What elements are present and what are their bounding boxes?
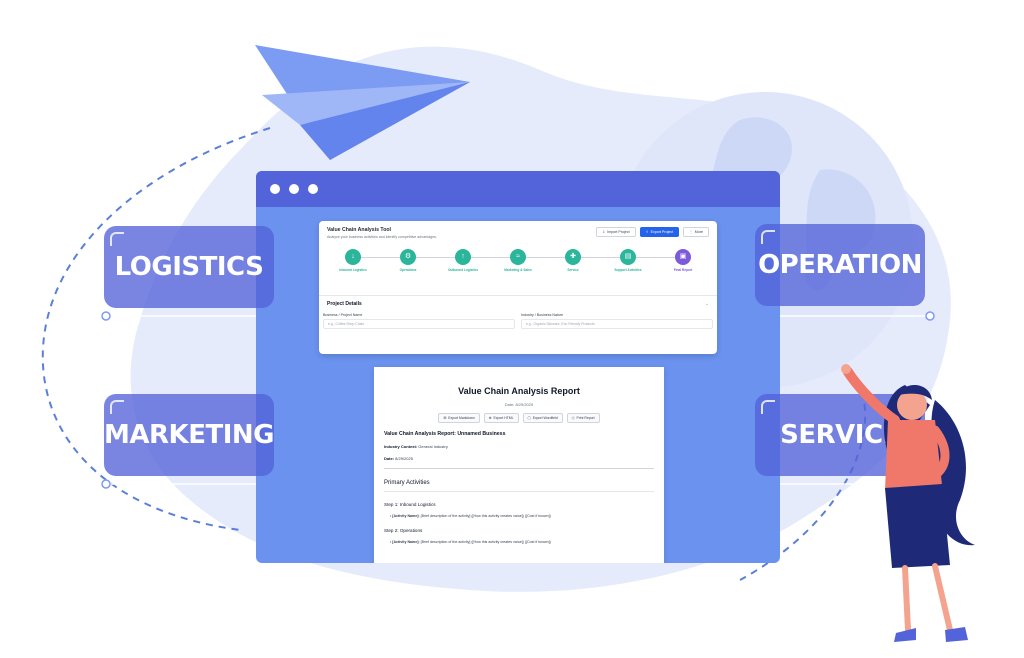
- business-name-input[interactable]: e.g., Coffee Shop Chain: [323, 319, 515, 329]
- import-project-button[interactable]: ⇩Import Project: [596, 227, 636, 237]
- business-name-label: Business / Project Name: [323, 313, 363, 317]
- browser-window: Value Chain Analysis Tool Analyze your b…: [256, 171, 780, 563]
- chevron-down-icon[interactable]: ⌄: [704, 301, 709, 307]
- step-final-report[interactable]: ▣ Final Report: [660, 249, 706, 272]
- document-icon: ▣: [675, 249, 691, 265]
- operation-tag: OPERATION: [755, 224, 925, 306]
- step-heading: Step 1: Inbound Logistics: [384, 502, 436, 507]
- report-date: Date: 8/29/2025: [504, 402, 534, 407]
- service-label: SERVICE: [780, 420, 900, 450]
- step-label: Operations: [399, 268, 417, 272]
- export-project-label: Export Project: [650, 230, 674, 234]
- more-icon: ⋮: [689, 230, 693, 234]
- printer-icon: ⎙: [571, 416, 575, 420]
- export-icon: ⇧: [645, 230, 649, 234]
- step-support-activities[interactable]: ▤ Support Activities: [605, 249, 651, 272]
- export-html-button[interactable]: ⊕Export HTML: [483, 413, 519, 423]
- app-subtitle: Analyze your business activities and ide…: [327, 235, 437, 239]
- window-dot[interactable]: [270, 184, 280, 194]
- list-item: • [Activity Name]: [Brief description of…: [390, 514, 551, 518]
- operation-label: OPERATION: [758, 250, 922, 280]
- print-report-button[interactable]: ⎙Print Report: [566, 413, 600, 423]
- industry-context: Industry Context: General Industry: [384, 444, 654, 449]
- step-operations[interactable]: ⚙ Operations: [385, 249, 431, 272]
- support-icon: ✚: [565, 249, 581, 265]
- activity-name: [Activity Name]:: [392, 514, 420, 518]
- export-project-button[interactable]: ⇧Export Project: [639, 227, 680, 237]
- dashed-trail: [41, 127, 271, 531]
- step-service[interactable]: ✚ Service: [550, 249, 596, 272]
- step-label: Service: [567, 268, 579, 272]
- activity-description: [Brief description of the activity] ([Ho…: [420, 514, 551, 518]
- export-wordfield-button[interactable]: ▢Export Wordfield: [522, 413, 563, 423]
- window-dot[interactable]: [289, 184, 299, 194]
- more-label: More: [694, 230, 703, 234]
- step-label: Final Report: [673, 268, 693, 272]
- browser-titlebar: [256, 171, 780, 207]
- report-heading: Value Chain Analysis Report: Unnamed Bus…: [384, 431, 506, 437]
- print-report-label: Print Report: [576, 416, 595, 420]
- word-icon: ▢: [527, 416, 531, 420]
- import-project-label: Import Project: [607, 230, 630, 234]
- step-outbound-logistics[interactable]: ↑ Outbound Logistics: [440, 249, 486, 272]
- industry-input[interactable]: e.g., Organic Skincare, Eco Friendly Pro…: [521, 319, 713, 329]
- window-dot[interactable]: [308, 184, 318, 194]
- import-icon: ⇩: [602, 230, 606, 234]
- upload-icon: ↑: [455, 249, 471, 265]
- logistics-label: LOGISTICS: [114, 252, 264, 282]
- activity-description: [Brief description of the activity] ([Ho…: [420, 540, 551, 544]
- divider: [384, 491, 654, 492]
- export-markdown-label: Export Markdown: [448, 416, 475, 420]
- report-actions: ⊞Export Markdown ⊕Export HTML ▢Export Wo…: [384, 413, 654, 423]
- logistics-tag: LOGISTICS: [104, 226, 274, 308]
- step-label: Marketing & Sales: [504, 268, 532, 272]
- step-label: Inbound Logistics: [339, 268, 367, 272]
- step-heading: Step 2: Operations: [384, 528, 423, 533]
- layers-icon: ▤: [620, 249, 636, 265]
- gear-icon: ⚙: [400, 249, 416, 265]
- app-card: Value Chain Analysis Tool Analyze your b…: [319, 221, 717, 354]
- globe-icon: ⊕: [488, 416, 492, 420]
- step-label: Support Activities: [614, 268, 642, 272]
- export-markdown-button[interactable]: ⊞Export Markdown: [438, 413, 480, 423]
- industry-label: Industry / Business Nature: [521, 313, 564, 317]
- report-date-label: Date:: [384, 456, 395, 461]
- step-inbound-logistics[interactable]: ↓ Inbound Logistics: [330, 249, 376, 272]
- divider: [384, 468, 654, 469]
- report-document: Value Chain Analysis Report Date: 8/29/2…: [374, 367, 664, 563]
- industry-context-value: General Industry: [418, 444, 448, 449]
- app-header: Value Chain Analysis Tool Analyze your b…: [319, 221, 717, 239]
- export-wordfield-label: Export Wordfield: [532, 416, 558, 420]
- step-progress: ↓ Inbound Logistics ⚙ Operations ↑ Outbo…: [329, 249, 707, 285]
- report-title: Value Chain Analysis Report: [458, 386, 580, 396]
- markdown-icon: ⊞: [443, 416, 447, 420]
- more-button[interactable]: ⋮More: [683, 227, 709, 237]
- download-icon: ↓: [345, 249, 361, 265]
- project-details-fields: Business / Project Name e.g., Coffee Sho…: [319, 307, 717, 329]
- step-marketing-sales[interactable]: ≈ Marketing & Sales: [495, 249, 541, 272]
- marketing-tag: MARKETING: [104, 394, 274, 476]
- app-title: Value Chain Analysis Tool: [327, 227, 391, 233]
- paper-plane-icon: [255, 45, 470, 160]
- marketing-label: MARKETING: [104, 420, 274, 450]
- export-html-label: Export HTML: [493, 416, 514, 420]
- megaphone-icon: ≈: [510, 249, 526, 265]
- step-label: Outbound Logistics: [447, 268, 479, 272]
- woman-illustration: [841, 364, 975, 642]
- report-date-value: 8/29/2025: [395, 456, 413, 461]
- divider: [319, 295, 717, 296]
- activity-name: [Activity Name]:: [392, 540, 420, 544]
- section-title: Primary Activities: [384, 480, 430, 486]
- industry-context-label: Industry Context:: [384, 444, 418, 449]
- list-item: • [Activity Name]: [Brief description of…: [390, 540, 551, 544]
- project-details-header[interactable]: Project Details ⌄: [319, 296, 717, 307]
- project-details-title: Project Details: [327, 301, 362, 307]
- report-date-line: Date: 8/29/2025: [384, 456, 654, 461]
